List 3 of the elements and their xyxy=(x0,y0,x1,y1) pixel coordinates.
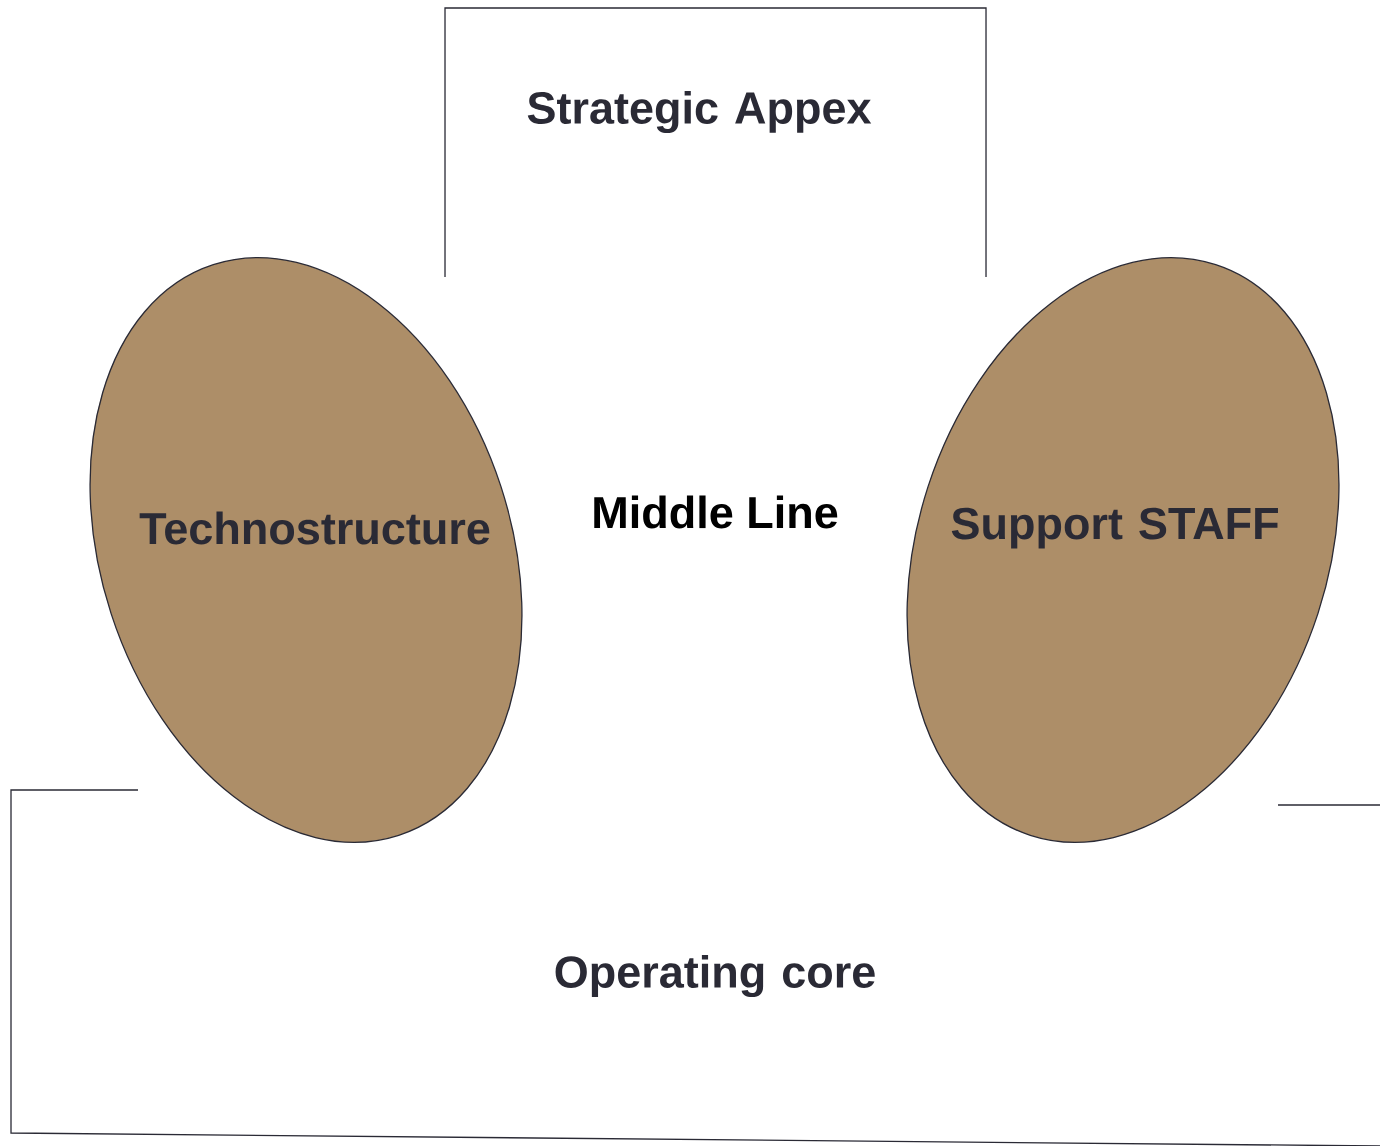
region-label: Middle Line xyxy=(594,495,838,529)
open-box: Strategic Appex xyxy=(444,7,987,278)
open-box: Operating core xyxy=(10,789,1380,1146)
